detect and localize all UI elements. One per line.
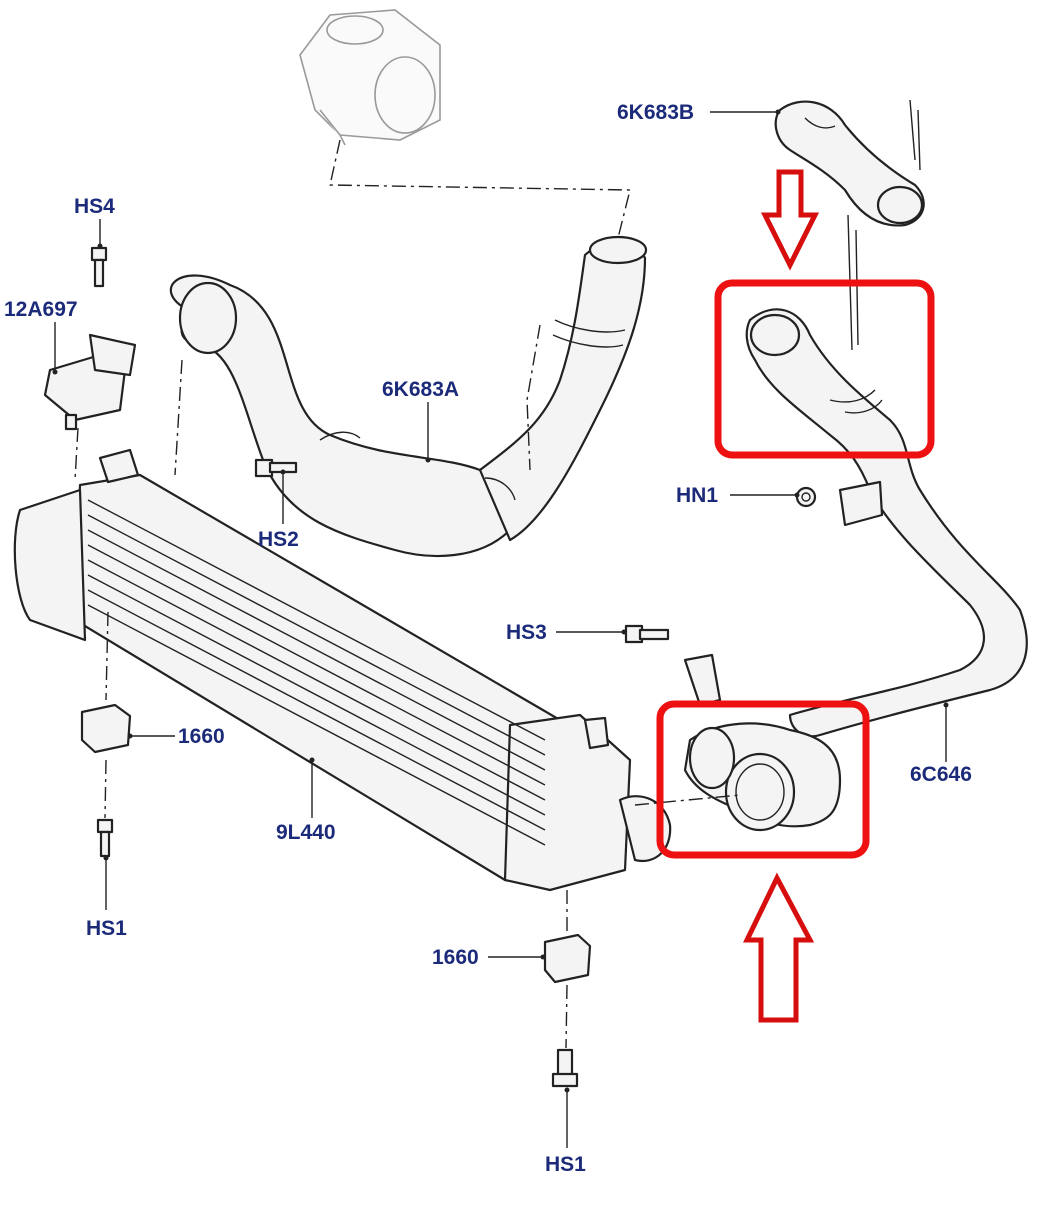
bolt-hs1-left-icon — [96, 818, 114, 858]
label-hs1-bottom: HS1 — [545, 1153, 586, 1176]
hose-6k683a — [169, 235, 648, 558]
mount-link-left — [105, 611, 109, 701]
hose-link-outlet — [634, 794, 741, 806]
hose-elbow — [683, 653, 842, 832]
down-arrow-icon — [760, 169, 820, 271]
bolt-hs3-icon — [624, 624, 670, 644]
throttle-link-line — [329, 139, 631, 239]
highlight-box-upper — [714, 279, 935, 459]
hose-6k683b — [774, 99, 925, 227]
label-9l440: 9L440 — [276, 821, 336, 844]
intercooler-fins — [87, 499, 546, 846]
sensor-link — [74, 427, 79, 481]
label-6c646: 6C646 — [910, 763, 972, 786]
bolt-hs1-bottom-icon — [551, 1048, 579, 1088]
label-hs4: HS4 — [74, 195, 115, 218]
label-12a697: 12A697 — [4, 298, 78, 321]
rubber-mount-bottom-icon — [543, 933, 592, 984]
hose-link-left — [174, 359, 183, 476]
sensor-icon — [43, 333, 137, 431]
rubber-mount-left-icon — [80, 703, 132, 754]
highlight-box-lower — [656, 700, 870, 859]
label-hs3: HS3 — [506, 621, 547, 644]
up-arrow-icon — [743, 872, 815, 1023]
bolt-hs4-icon — [90, 246, 108, 288]
label-6k683b: 6K683B — [617, 101, 694, 124]
label-6k683a: 6K683A — [382, 378, 459, 401]
nut-hn1-icon — [795, 486, 817, 508]
label-hs1-left: HS1 — [86, 917, 127, 940]
label-1660-left: 1660 — [178, 725, 225, 748]
label-1660-bottom: 1660 — [432, 946, 479, 969]
mount-link-left-bolt — [104, 759, 107, 819]
intercooler-icon — [13, 448, 672, 892]
bolt-hs2-icon — [254, 458, 298, 478]
throttle-body-icon — [299, 9, 441, 146]
hose-6c646 — [745, 214, 1028, 738]
mount-link-bottom-bolt — [565, 984, 568, 1049]
label-hn1: HN1 — [676, 484, 718, 507]
label-hs2: HS2 — [258, 528, 299, 551]
